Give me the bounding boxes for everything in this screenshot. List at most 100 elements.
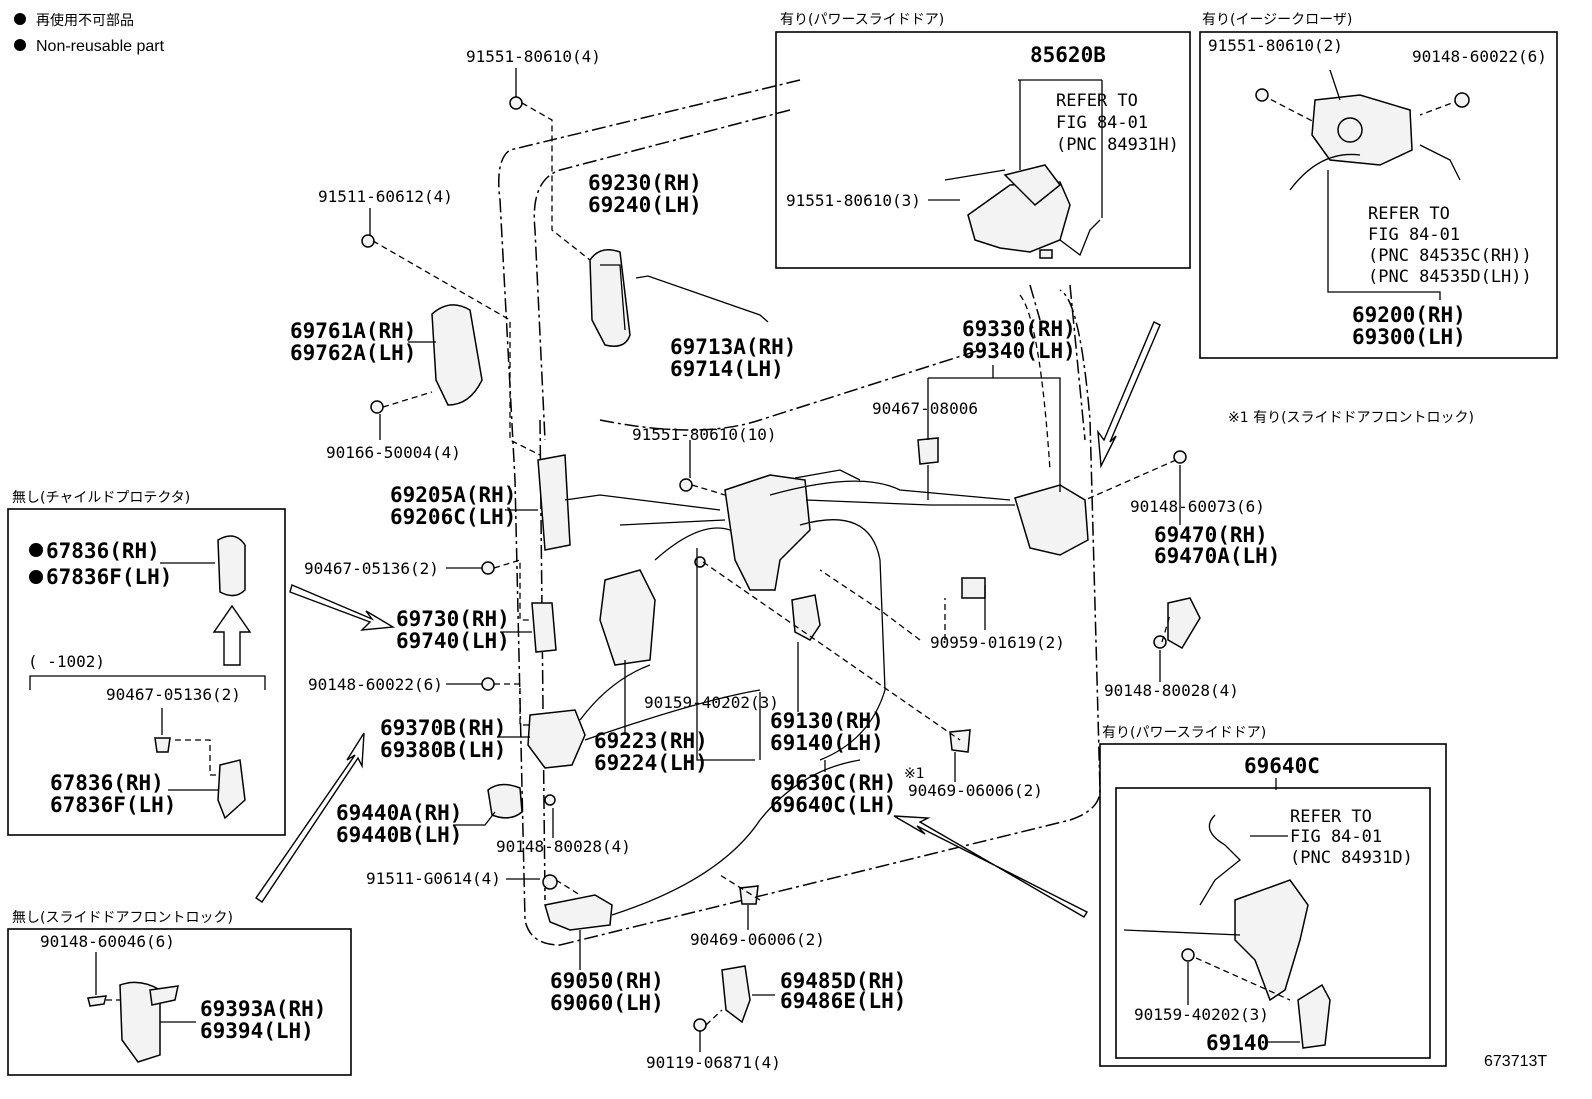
front-lock-note: ※1 有り(スライドドアフロントロック)	[1228, 410, 1474, 426]
callout-69640c: 69640C(LH)	[770, 793, 896, 817]
refer-line: FIG 84-01	[1368, 225, 1460, 245]
inside-handle	[537, 454, 571, 551]
part-lh: 69394(LH)	[200, 1019, 314, 1043]
callout-90148-60073: 90148-60073(6)	[1130, 497, 1265, 516]
part-rh: 67836(RH)	[46, 539, 160, 563]
callout-91511-g0614: 91511-G0614(4)	[366, 869, 501, 888]
outside-handle	[589, 249, 631, 347]
part-rh: 69200(RH)	[1352, 303, 1466, 327]
refer-line: (PNC 84535C(RH))	[1368, 246, 1532, 266]
part2-rh: 67836(RH)	[50, 771, 164, 795]
callout-90119: 90119-06871(4)	[646, 1053, 781, 1072]
callout-69230: 69230(RH)	[588, 171, 702, 195]
callout-90166: 90166-50004(4)	[326, 443, 461, 462]
diagram-id: 673713T	[1484, 1053, 1547, 1070]
part-lh: 67836F(LH)	[46, 565, 172, 589]
callout-69140: 69140(LH)	[770, 731, 884, 755]
view-arrows	[212, 321, 1161, 918]
callout-90469-06006-bottom: 90469-06006(2)	[690, 930, 825, 949]
refer-line: REFER TO	[1368, 204, 1450, 224]
callout-69060: 69060(LH)	[550, 991, 664, 1015]
callout-69370b: 69370B(RH)	[380, 716, 506, 740]
bolt-label: 91551-80610(2)	[1208, 36, 1343, 55]
panel-power-slide-top: 有り(パワースライドドア) 85620B REFER TO FIG 84-01 …	[775, 12, 1191, 269]
inside-handle-bezel	[431, 304, 483, 406]
callout-90469-06006-right: 90469-06006(2)	[908, 781, 1043, 800]
panel-power-slide-bottom: 有り(パワースライドドア) 69640C REFER TO FIG 84-01 …	[1099, 725, 1447, 1067]
refer-line: REFER TO	[1290, 807, 1372, 827]
callout-69762a: 69762A(LH)	[290, 341, 416, 365]
callout-69050: 69050(RH)	[550, 969, 664, 993]
part2-number: 69140	[1206, 1031, 1269, 1055]
non-reusable-bullet-icon	[29, 570, 43, 584]
callout-69130: 69130(RH)	[770, 709, 884, 733]
callout-69440a: 69440A(RH)	[336, 801, 462, 825]
callout-69630c: 69630C(RH)	[770, 771, 896, 795]
callout-69761a: 69761A(RH)	[290, 319, 416, 343]
callout-91511-60612: 91511-60612(4)	[318, 187, 453, 206]
legend: 再使用不可部品 Non-reusable part	[14, 12, 165, 55]
callout-69440b: 69440B(LH)	[336, 823, 462, 847]
callout-69330: 69330(RH)	[962, 317, 1076, 341]
leader-lines	[369, 68, 1181, 1052]
panel-title: 無し(スライドドアフロントロック)	[12, 910, 233, 926]
clip-label: 90467-05136(2)	[106, 685, 241, 704]
panel-no-front-lock: 無し(スライドドアフロントロック) 90148-60046(6) 69393A(…	[7, 910, 352, 1076]
refer-line: REFER TO	[1056, 91, 1138, 111]
callout-69223: 69223(RH)	[594, 729, 708, 753]
panel-child-protector: 無し(チャイルドプロテクタ) 67836(RH) 67836F(LH) ( -1…	[7, 490, 286, 836]
part2-lh: 67836F(LH)	[50, 793, 176, 817]
callout-90467-08006: 90467-08006	[872, 399, 978, 418]
callout-91551-80610-4: 91551-80610(4)	[466, 47, 601, 66]
callouts: 91551-80610(4) 91511-60612(4) 69230(RH) …	[290, 47, 1474, 1072]
bolt-label: 90148-60022(6)	[1412, 47, 1547, 66]
note-mark: ※1	[904, 766, 925, 782]
callout-69224: 69224(LH)	[594, 751, 708, 775]
callout-69340: 69340(LH)	[962, 339, 1076, 363]
refer-line: (PNC 84931H)	[1056, 135, 1179, 155]
legend-japanese: 再使用不可部品	[36, 12, 134, 29]
non-reusable-bullet-icon	[29, 543, 43, 557]
callout-69380b: 69380B(LH)	[380, 738, 506, 762]
callout-90148-80028-left: 90148-80028(4)	[496, 837, 631, 856]
callout-69470a: 69470A(LH)	[1154, 544, 1280, 568]
callout-69205a: 69205A(RH)	[390, 483, 516, 507]
callout-69240: 69240(LH)	[588, 193, 702, 217]
bolt-label: 91551-80610(3)	[786, 191, 921, 210]
main-parts	[361, 96, 1201, 1032]
callout-90959: 90959-01619(2)	[930, 633, 1065, 652]
legend-english: Non-reusable part	[36, 38, 165, 55]
panel-title: 有り(イージークローザ)	[1202, 12, 1352, 28]
callout-90467-05136: 90467-05136(2)	[304, 559, 439, 578]
panel-easy-closer: 有り(イージークローザ) 91551-80610(2) 90148-60022(…	[1199, 12, 1558, 359]
bolt-label: 90148-60046(6)	[40, 932, 175, 951]
bolt-label: 90159-40202(3)	[1134, 1005, 1269, 1024]
callout-69714: 69714(LH)	[670, 357, 784, 381]
callout-90148-80028-right: 90148-80028(4)	[1104, 681, 1239, 700]
callout-90148-60022: 90148-60022(6)	[308, 675, 443, 694]
refer-line: (PNC 84535D(LH))	[1368, 267, 1532, 287]
range-label: ( -1002)	[28, 652, 105, 671]
refer-line: FIG 84-01	[1290, 827, 1382, 847]
part-number: 85620B	[1030, 43, 1106, 67]
callout-69713a: 69713A(RH)	[670, 335, 796, 359]
callout-69486e: 69486E(LH)	[780, 989, 906, 1013]
part-lh: 69300(LH)	[1352, 325, 1466, 349]
non-reusable-bullet-icon	[14, 13, 26, 25]
callout-90159: 90159-40202(3)	[644, 693, 779, 712]
callout-69470: 69470(RH)	[1154, 523, 1268, 547]
callout-69730: 69730(RH)	[396, 607, 510, 631]
panel-title: 有り(パワースライドドア)	[1102, 725, 1266, 741]
callout-69206c: 69206C(LH)	[390, 505, 516, 529]
panel-title: 有り(パワースライドドア)	[780, 12, 944, 28]
callout-69485d: 69485D(RH)	[780, 969, 906, 993]
panel-title: 無し(チャイルドプロテクタ)	[12, 490, 190, 506]
callout-91551-80610-10: 91551-80610(10)	[632, 425, 777, 444]
callout-69740: 69740(LH)	[396, 629, 510, 653]
part-rh: 69393A(RH)	[200, 997, 326, 1021]
part-number: 69640C	[1244, 754, 1320, 778]
refer-line: (PNC 84931D)	[1290, 848, 1413, 868]
non-reusable-bullet-icon	[14, 39, 26, 51]
